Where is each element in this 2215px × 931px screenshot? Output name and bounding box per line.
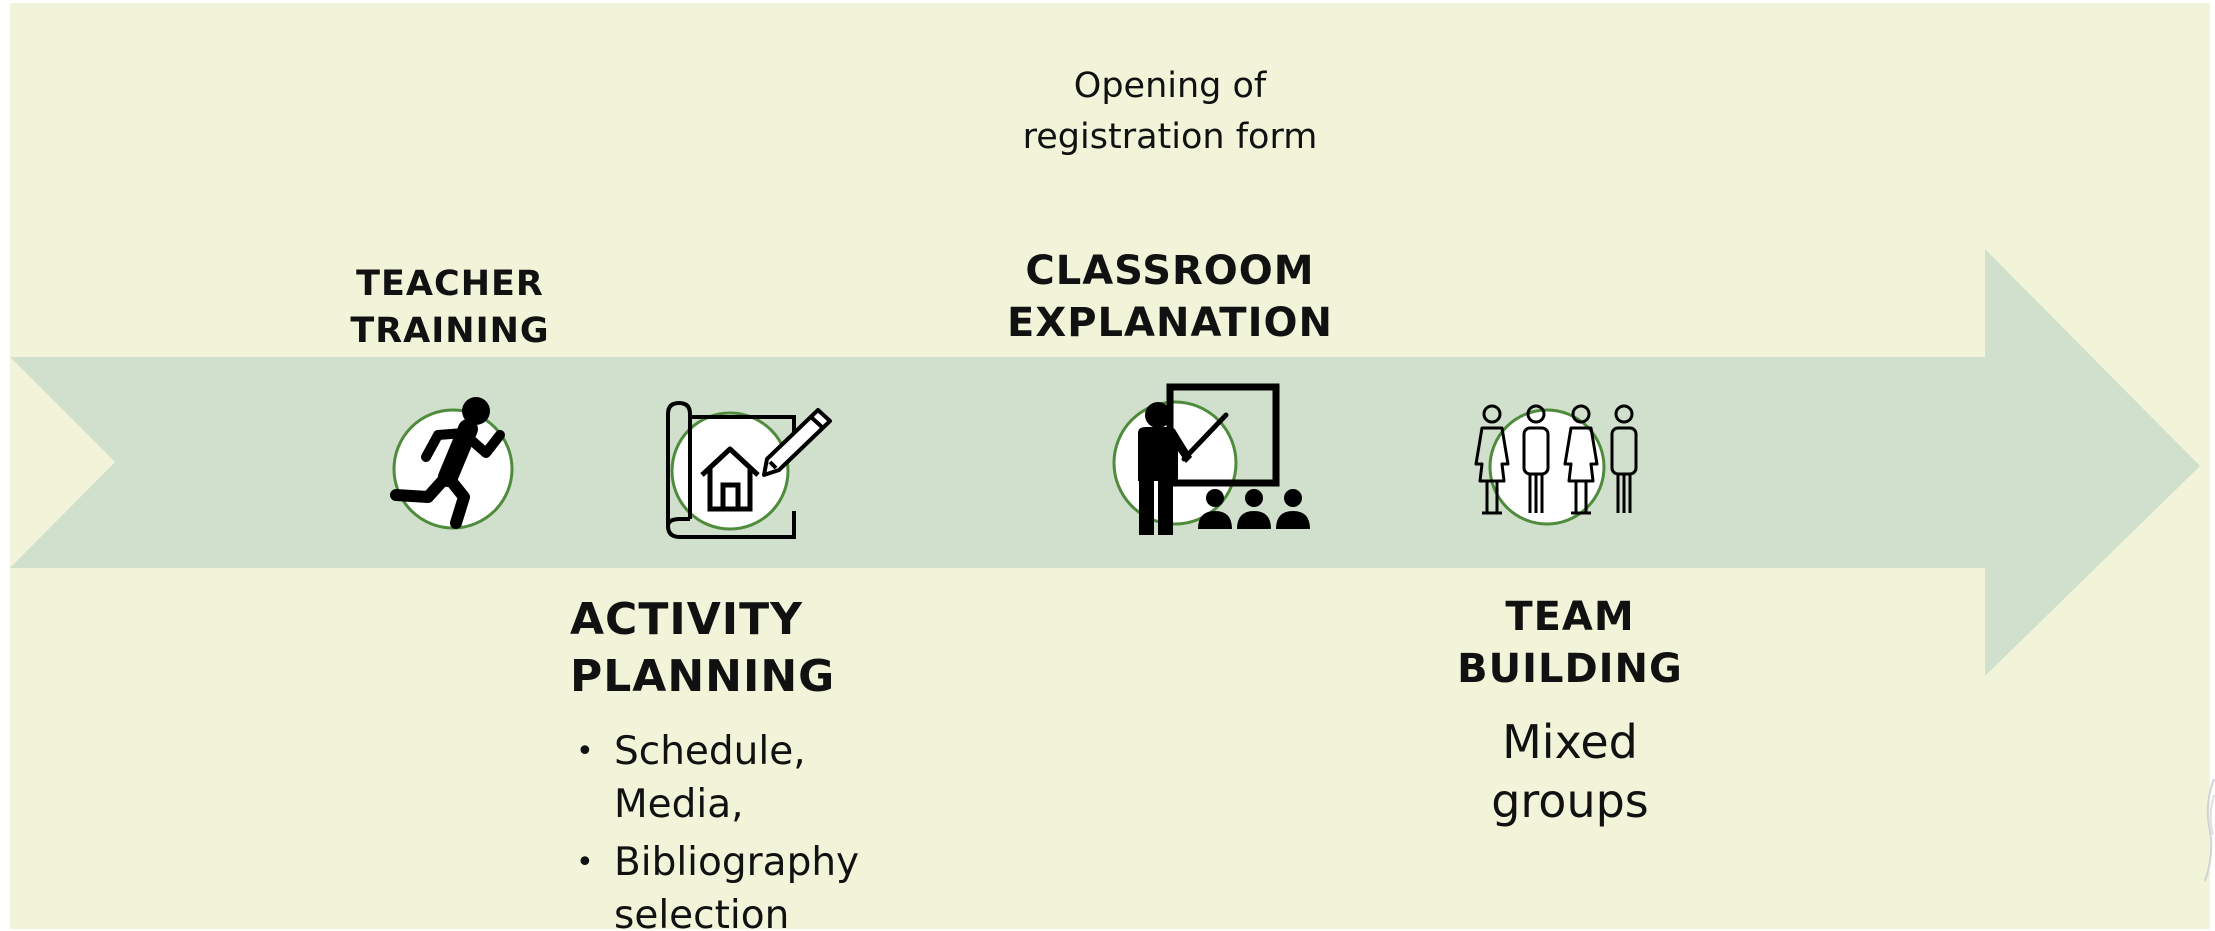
team-building-detail-line1: Mixed (1502, 715, 1638, 769)
registration-note-line2: registration form (1022, 117, 1318, 157)
milestone-teacher-training-title: TEACHER TRAINING (340, 261, 560, 355)
running-person-icon (380, 389, 530, 539)
bullet-item-line1: Bibliography (614, 840, 860, 885)
activity-planning-title-line2: PLANNING (570, 651, 836, 702)
registration-note-line1: Opening of (1073, 66, 1267, 106)
classroom-explanation-title-line2: EXPLANATION (1007, 300, 1333, 346)
bullet-item: Bibliography selection (576, 836, 859, 929)
team-building-title-line1: TEAM (1505, 594, 1635, 640)
group-people-icon (1468, 401, 1658, 536)
teacher-board-icon (1110, 381, 1310, 541)
team-building-detail-line2: groups (1491, 774, 1649, 828)
milestone-classroom-explanation-title: CLASSROOM EXPLANATION (990, 245, 1350, 349)
team-building-detail: Mixed groups (1400, 713, 1740, 831)
bullet-item-line2: Media, (614, 782, 744, 827)
team-building-title-line2: BUILDING (1457, 646, 1683, 692)
slide-canvas: Opening of registration form TEACHER TRA… (10, 3, 2210, 929)
registration-note: Opening of registration form (930, 61, 1410, 163)
house-blueprint-icon (650, 399, 840, 549)
activity-planning-title-line1: ACTIVITY (570, 594, 804, 645)
teacher-training-title-line2: TRAINING (350, 311, 550, 351)
bullet-item-line1: Schedule, (614, 729, 806, 774)
timeline-arrow (10, 249, 2200, 676)
bullet-item-line2: selection (614, 893, 790, 929)
milestone-activity-planning-title: ACTIVITY PLANNING (570, 591, 835, 705)
timeline-arrow-shape (10, 249, 2200, 676)
activity-planning-bullets: Schedule, Media, Bibliography selection (576, 725, 859, 929)
bullet-item: Schedule, Media, (576, 725, 859, 831)
teacher-training-title-line1: TEACHER (356, 264, 544, 304)
decorative-sketch (2204, 778, 2215, 882)
classroom-explanation-title-line1: CLASSROOM (1025, 248, 1315, 294)
milestone-team-building-title: TEAM BUILDING (1410, 591, 1730, 695)
